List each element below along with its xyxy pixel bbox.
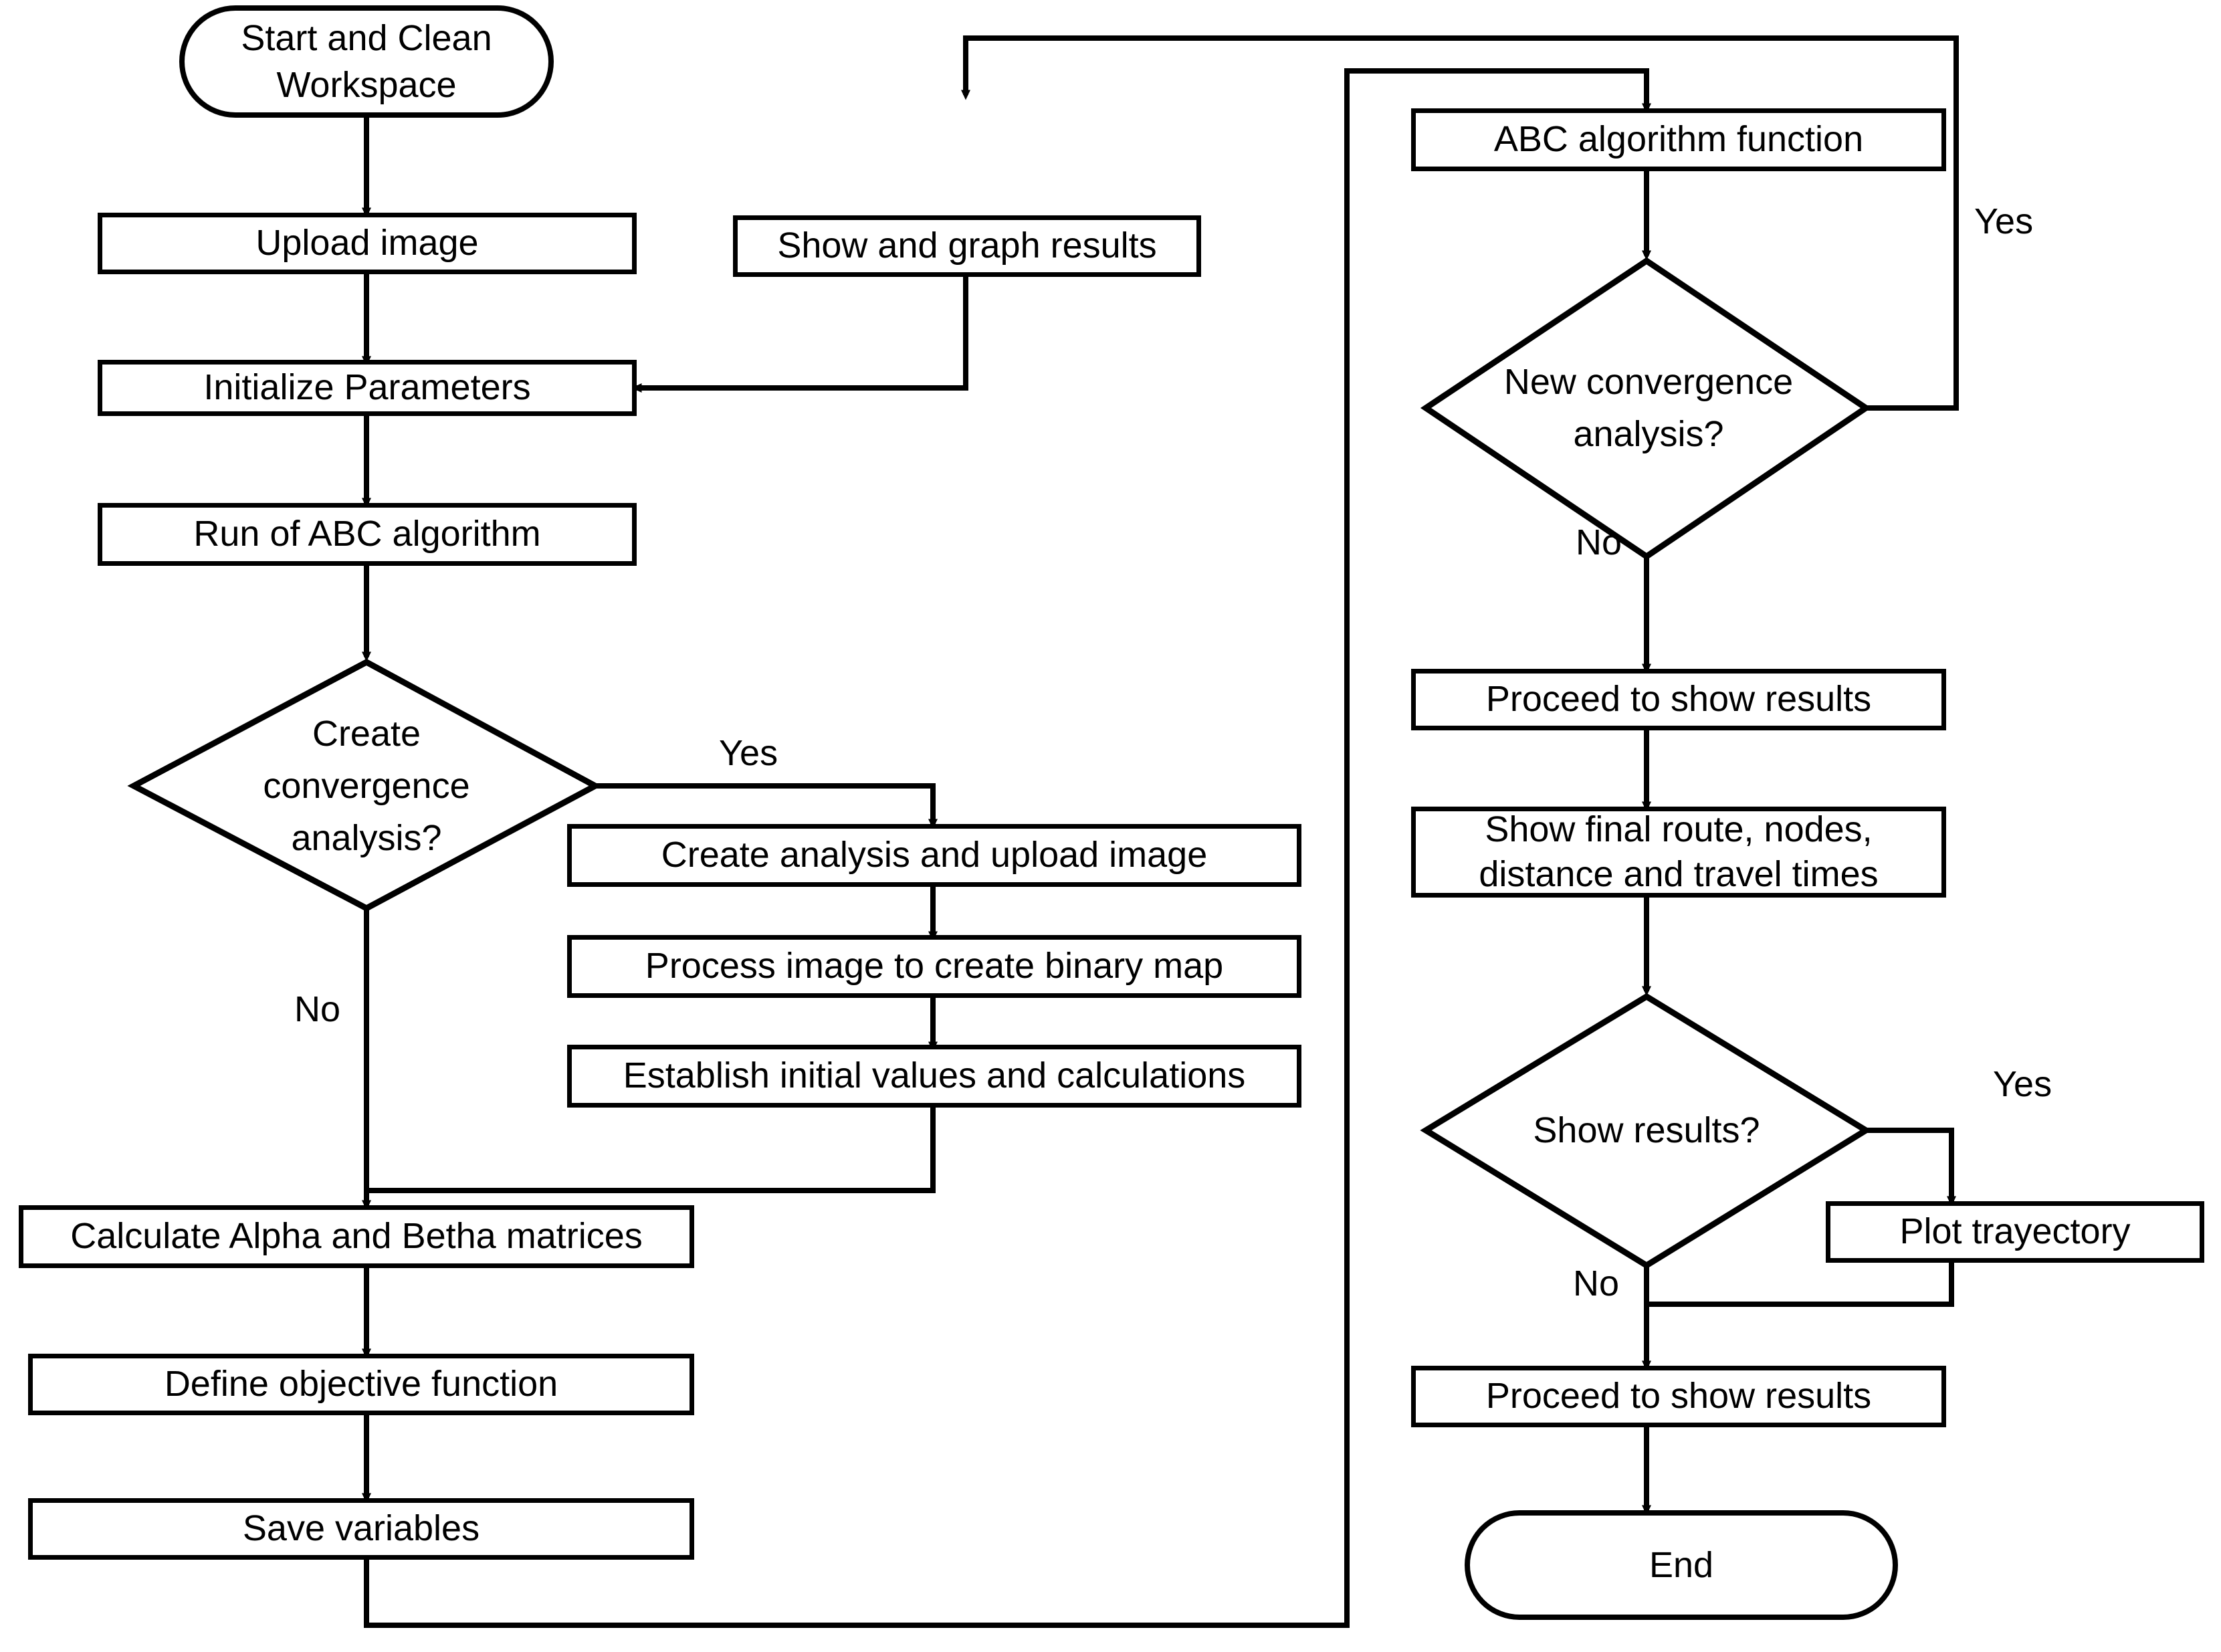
node-initialize-parameters[interactable]: Initialize Parameters: [98, 360, 637, 416]
edge-label-show-results-yes: Yes: [1993, 1064, 2052, 1104]
node-create-analysis-upload-label: Create analysis and upload image: [661, 835, 1208, 875]
edge-label-create-convergence-yes: Yes: [719, 733, 778, 773]
node-define-objective[interactable]: Define objective function: [28, 1354, 694, 1415]
edge-label-new-convergence-no: No: [1576, 522, 1622, 562]
node-process-image-binary[interactable]: Process image to create binary map: [567, 935, 1301, 998]
shape-new-convergence-diamond: [1420, 257, 1872, 560]
node-initialize-parameters-label: Initialize Parameters: [203, 367, 531, 408]
node-define-objective-label: Define objective function: [164, 1364, 558, 1405]
node-proceed-show-results-1-label: Proceed to show results: [1485, 679, 1872, 720]
shape-show-results-diamond: [1420, 993, 1872, 1269]
node-proceed-show-results-2-label: Proceed to show results: [1485, 1376, 1872, 1417]
node-establish-initial-label: Establish initial values and calculation…: [623, 1055, 1246, 1096]
node-show-graph-results-label: Show and graph results: [777, 225, 1157, 266]
node-upload-image-label: Upload image: [255, 223, 479, 264]
node-save-variables[interactable]: Save variables: [28, 1498, 694, 1560]
node-show-graph-results[interactable]: Show and graph results: [733, 215, 1201, 277]
edge-show-graph-to-initialize: [631, 276, 968, 393]
edge-label-create-convergence-no: No: [294, 989, 341, 1029]
node-calculate-matrices[interactable]: Calculate Alpha and Betha matrices: [19, 1205, 694, 1268]
node-create-analysis-upload[interactable]: Create analysis and upload image: [567, 824, 1301, 887]
edge-save-to-abc-loop: [364, 68, 1651, 1628]
node-calculate-matrices-label: Calculate Alpha and Betha matrices: [70, 1216, 643, 1257]
node-run-abc[interactable]: Run of ABC algorithm: [98, 503, 637, 566]
node-start[interactable]: Start and Clean Workspace: [179, 5, 554, 118]
node-abc-function-label: ABC algorithm function: [1493, 119, 1864, 160]
node-plot-trayectory[interactable]: Plot trayectory: [1826, 1201, 2204, 1263]
node-proceed-show-results-2[interactable]: Proceed to show results: [1411, 1366, 1946, 1427]
edge-plot-to-merge: [1649, 1263, 1954, 1307]
node-show-final-route[interactable]: Show final route, nodes, distance and tr…: [1411, 807, 1946, 898]
edge-show-results-yes: [1866, 1128, 1956, 1207]
edge-establish-to-calculate: [369, 1107, 936, 1193]
node-process-image-binary-label: Process image to create binary map: [645, 946, 1224, 987]
edge-create-convergence-yes: [595, 783, 938, 829]
shape-create-convergence-diamond: [127, 658, 602, 912]
node-show-final-route-label: Show final route, nodes, distance and tr…: [1479, 809, 1879, 895]
node-upload-image[interactable]: Upload image: [98, 213, 637, 274]
edge-new-convergence-yes: [961, 35, 1959, 411]
node-proceed-show-results-1[interactable]: Proceed to show results: [1411, 669, 1946, 730]
node-save-variables-label: Save variables: [242, 1508, 480, 1549]
node-end-label: End: [1649, 1544, 1714, 1585]
node-plot-trayectory-label: Plot trayectory: [1899, 1211, 2131, 1252]
node-start-label: Start and Clean Workspace: [241, 17, 492, 105]
node-abc-function[interactable]: ABC algorithm function: [1411, 108, 1946, 171]
edge-label-new-convergence-yes: Yes: [1974, 201, 2034, 241]
node-establish-initial[interactable]: Establish initial values and calculation…: [567, 1045, 1301, 1108]
edge-label-show-results-no: No: [1573, 1263, 1620, 1304]
node-run-abc-label: Run of ABC algorithm: [193, 514, 541, 554]
node-end[interactable]: End: [1465, 1510, 1898, 1620]
